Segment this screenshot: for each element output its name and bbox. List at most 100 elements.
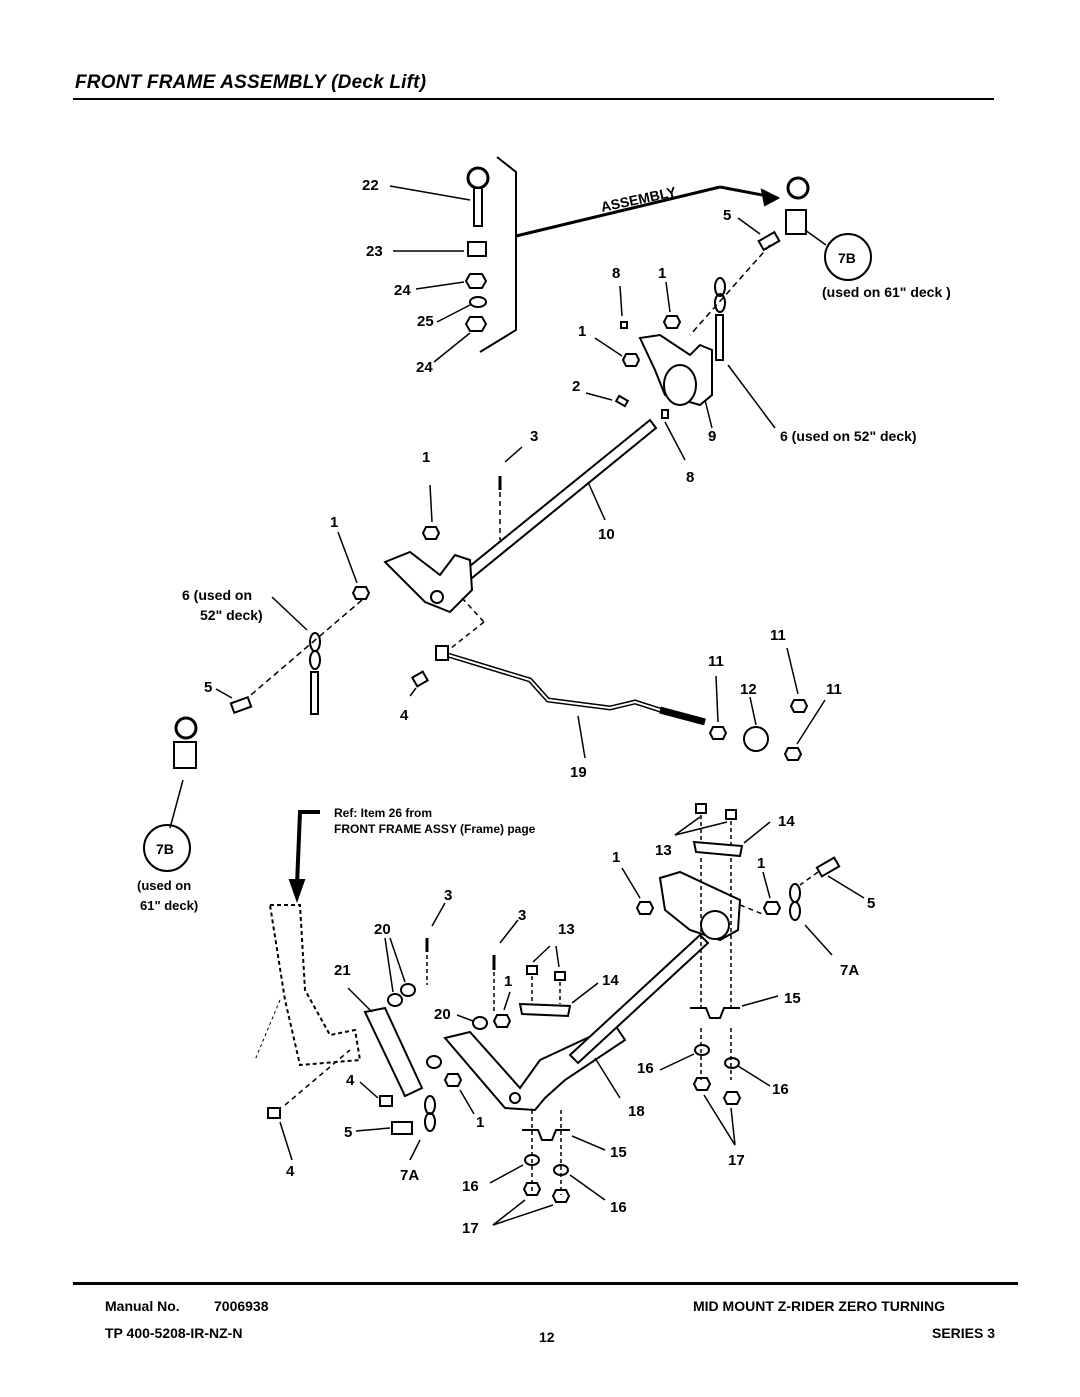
part-number-label: 19 bbox=[570, 764, 587, 781]
ref-note-line2: FRONT FRAME ASSY (Frame) page bbox=[334, 822, 536, 836]
part-number-label: 7A bbox=[840, 962, 859, 979]
nut-icon bbox=[762, 901, 782, 915]
part-number-label: 16 bbox=[610, 1199, 627, 1216]
chain-icon bbox=[714, 277, 726, 297]
nut-icon bbox=[783, 747, 803, 761]
swivel-fitting-icon bbox=[785, 209, 807, 235]
callout-7b-text: 7B bbox=[838, 250, 856, 266]
u-clamp bbox=[522, 1129, 570, 1141]
series-label: SERIES 3 bbox=[932, 1325, 996, 1341]
part-number-label: 7A bbox=[400, 1167, 419, 1184]
part-number-label: 1 bbox=[757, 855, 765, 872]
nut-icon bbox=[464, 273, 488, 289]
part-number-label: 23 bbox=[366, 243, 383, 260]
part-number-label: 1 bbox=[578, 323, 586, 340]
cross-rod bbox=[568, 933, 710, 1065]
part-number-label: 24 bbox=[394, 282, 411, 299]
washer-icon bbox=[469, 296, 487, 308]
footer-divider bbox=[73, 1282, 1018, 1285]
part-number-label: 17 bbox=[728, 1152, 745, 1169]
nut-icon bbox=[492, 1014, 512, 1028]
lift-arm-left bbox=[383, 550, 474, 614]
lift-rod bbox=[463, 418, 658, 580]
tp-number: TP 400-5208-IR-NZ-N bbox=[105, 1325, 243, 1341]
mounting-plate bbox=[692, 840, 744, 858]
product-line: MID MOUNT Z-RIDER ZERO TURNING bbox=[693, 1298, 945, 1314]
page-number: 12 bbox=[539, 1329, 555, 1345]
nut-icon bbox=[621, 353, 641, 367]
part-number-label: 3 bbox=[518, 907, 526, 924]
mounting-plate bbox=[518, 1002, 572, 1018]
callout-7b-circle bbox=[143, 824, 191, 872]
eyebolt-icon bbox=[466, 166, 490, 190]
nut-icon bbox=[635, 901, 655, 915]
part-number-label: 1 bbox=[658, 265, 666, 282]
nut-icon bbox=[421, 526, 441, 540]
note-used-52-left-2: 52" deck) bbox=[200, 607, 263, 623]
note-used-61-left-2: 61" deck) bbox=[140, 898, 198, 913]
part-number-label: 8 bbox=[686, 469, 694, 486]
note-used-52-right: 6 (used on 52" deck) bbox=[780, 428, 917, 444]
page-title: FRONT FRAME ASSEMBLY (Deck Lift) bbox=[75, 72, 427, 93]
part-number-label: 20 bbox=[434, 1006, 451, 1023]
part-number-label: 11 bbox=[826, 681, 842, 698]
chain-icon bbox=[789, 883, 801, 903]
chain-icon bbox=[309, 632, 321, 652]
note-used-61-top: (used on 61" deck ) bbox=[822, 284, 951, 300]
part-number-label: 3 bbox=[530, 428, 538, 445]
part-number-label: 8 bbox=[612, 265, 620, 282]
ref-note-line1: Ref: Item 26 from bbox=[334, 806, 432, 820]
part-number-label: 15 bbox=[784, 990, 801, 1007]
part-number-label: 5 bbox=[204, 679, 212, 696]
link-bar bbox=[363, 1006, 424, 1098]
part-number-label: 22 bbox=[362, 177, 379, 194]
knob-icon bbox=[743, 726, 769, 752]
part-number-label: 14 bbox=[778, 813, 795, 830]
part-number-label: 5 bbox=[344, 1124, 352, 1141]
part-number-label: 4 bbox=[286, 1163, 295, 1180]
part-number-label: 10 bbox=[598, 526, 615, 543]
u-clamp bbox=[690, 1007, 740, 1019]
callout-7b-text: 7B bbox=[156, 841, 174, 857]
nut-icon bbox=[351, 586, 371, 600]
part-number-label: 1 bbox=[330, 514, 338, 531]
part-number-label: 3 bbox=[444, 887, 452, 904]
frame-bracket bbox=[268, 904, 362, 1067]
part-number-label: 25 bbox=[417, 313, 434, 330]
assembly-bracket bbox=[479, 156, 517, 353]
nut-icon bbox=[789, 699, 809, 713]
part-number-label: 13 bbox=[655, 842, 672, 859]
part-number-label: 1 bbox=[422, 449, 430, 466]
part-number-label: 14 bbox=[602, 972, 619, 989]
eyebolt-icon bbox=[786, 176, 810, 200]
eyebolt-icon bbox=[174, 716, 198, 740]
title-divider bbox=[73, 98, 994, 100]
part-number-label: 16 bbox=[637, 1060, 654, 1077]
part-number-label: 2 bbox=[572, 378, 580, 395]
part-number-label: 9 bbox=[708, 428, 716, 445]
assembly-arrow-head bbox=[760, 188, 781, 207]
swivel-fitting-icon bbox=[173, 741, 197, 769]
part-number-label: 13 bbox=[558, 921, 575, 938]
part-number-label: 1 bbox=[504, 973, 512, 990]
note-used-52-left-1: 6 (used on bbox=[182, 587, 252, 603]
part-number-label: 4 bbox=[400, 707, 409, 724]
part-number-label: 16 bbox=[462, 1178, 479, 1195]
part-number-label: 5 bbox=[723, 207, 731, 224]
ref-arrow bbox=[295, 810, 320, 886]
nut-icon bbox=[464, 316, 488, 332]
assembly-label: ASSEMBLY bbox=[599, 183, 678, 215]
part-number-label: 11 bbox=[708, 653, 724, 670]
part-number-label: 21 bbox=[334, 962, 351, 979]
part-number-label: 4 bbox=[346, 1072, 355, 1089]
manual-number: 7006938 bbox=[214, 1298, 269, 1314]
nut-icon bbox=[662, 315, 682, 329]
assembly-arrow-line bbox=[515, 185, 721, 238]
part-number-label: 18 bbox=[628, 1103, 645, 1120]
part-number-label: 20 bbox=[374, 921, 391, 938]
note-used-61-left-1: (used on bbox=[137, 878, 191, 893]
callout-7b-circle bbox=[824, 233, 872, 281]
part-number-label: 11 bbox=[770, 627, 786, 644]
nut-icon bbox=[708, 726, 728, 740]
